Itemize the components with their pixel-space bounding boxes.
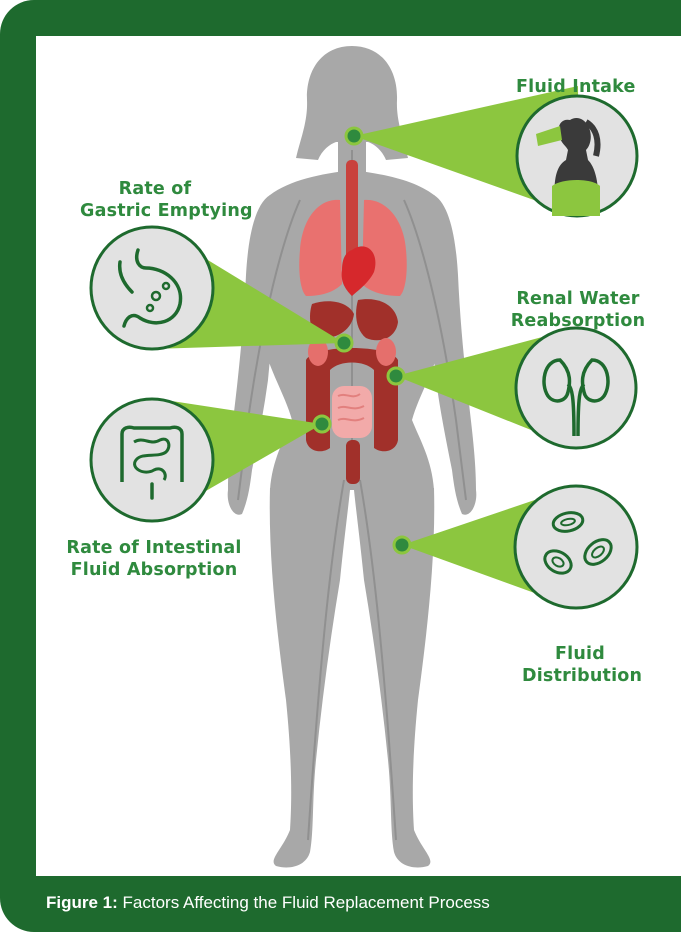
rectum [346,440,360,484]
dot-renal [388,368,404,384]
fluid-intake-text: Fluid Intake [516,77,636,97]
intestinal-line-2: Fluid Absorption [62,559,246,581]
caption-prefix: Figure 1: [46,893,118,912]
label-gastric-emptying: Rate of Gastric Emptying [80,178,230,222]
intestines-icon [91,399,213,521]
renal-line-1: Renal Water [510,288,646,310]
label-intestinal-absorption: Rate of Intestinal Fluid Absorption [62,537,246,581]
figure-caption: Figure 1: Factors Affecting the Fluid Re… [46,893,490,913]
dot-distribution [394,537,410,553]
drinking-person-icon [517,96,637,216]
kidney-right [376,338,396,366]
kidneys-icon [516,328,636,448]
esophagus [346,160,358,260]
caption-text: Factors Affecting the Fluid Replacement … [123,893,490,912]
renal-line-2: Reabsorption [510,310,646,332]
blood-cells-icon [515,486,637,608]
label-renal-reabsorption: Renal Water Reabsorption [510,288,646,332]
dot-intestinal [314,416,330,432]
distribution-line-2: Distribution [522,665,638,687]
label-fluid-distribution: Fluid Distribution [522,643,638,687]
intestinal-line-1: Rate of Intestinal [62,537,246,559]
gastric-line-2: Gastric Emptying [80,200,230,222]
small-intestine [332,386,372,438]
dot-fluid-intake [346,128,362,144]
gastric-line-1: Rate of [80,178,230,200]
dot-gastric [336,335,352,351]
label-fluid-intake: Fluid Intake [516,76,636,98]
stomach-icon [91,227,213,349]
distribution-line-1: Fluid [522,643,638,665]
